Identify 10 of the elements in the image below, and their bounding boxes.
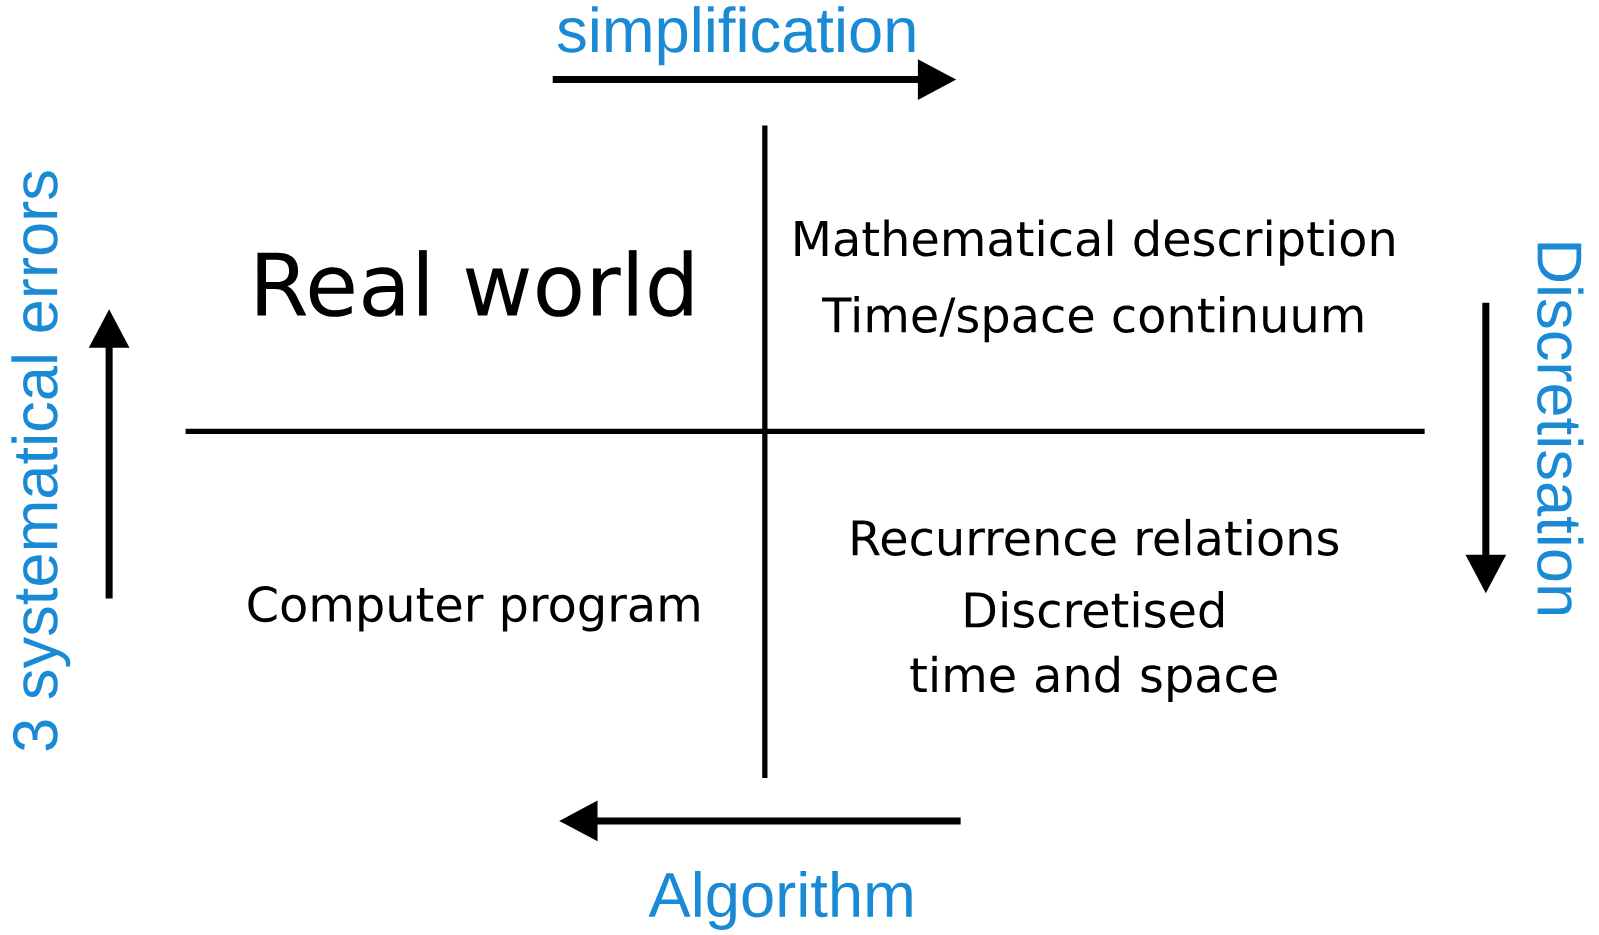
- quadrant-text: Recurrence relations: [852, 518, 1339, 556]
- quadrant-text: Mathematical description: [795, 219, 1394, 266]
- quadrant-text: Discretised time and space: [910, 591, 1277, 702]
- quadrant-text: Time/space continuum: [822, 296, 1363, 343]
- step-label: Algorithm: [648, 870, 912, 930]
- quadrant-text: Computer program: [248, 586, 699, 632]
- quadrant-text: Real world: [257, 250, 692, 317]
- step-label: simplification: [557, 6, 915, 66]
- step-label: 3 systematical errors: [11, 171, 71, 751]
- step-label: Discretisation: [1537, 243, 1584, 615]
